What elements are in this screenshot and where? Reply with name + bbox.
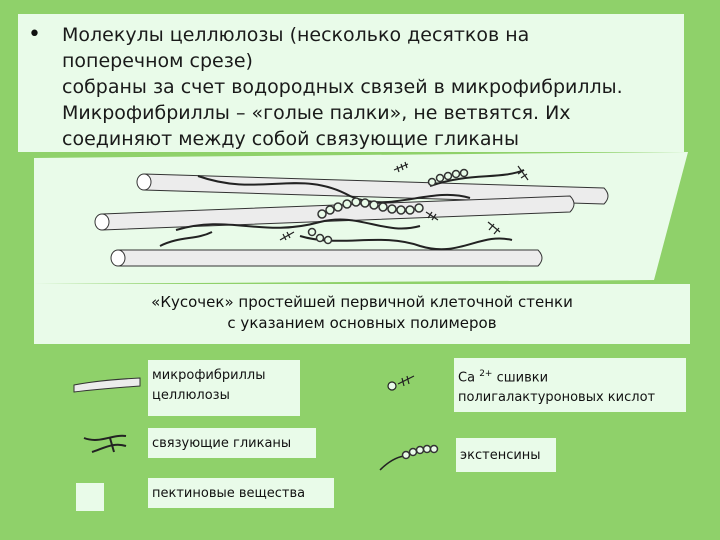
legend-glycans-label: связующие гликаны [152, 436, 292, 451]
legend-extensins-label: экстенсины [460, 448, 541, 463]
glycan-chain [299, 235, 513, 251]
legend-microfibrils: микрофибриллы целлюлозы [148, 360, 300, 416]
ca-crosslinks [279, 161, 529, 241]
legend-pectins: пектиновые вещества [148, 478, 334, 508]
legend-microfibrils-label: микрофибриллы целлюлозы [152, 368, 266, 403]
microfibrils [94, 173, 609, 267]
glycan-chain [197, 175, 471, 204]
microfibril [136, 173, 609, 205]
legend-ca-sup: 2+ [479, 369, 493, 379]
ca-crosslink [487, 221, 501, 235]
legend-pectins-label: пектиновые вещества [152, 486, 306, 501]
legend-ca-rest: сшивки полигалактуроновых кислот [458, 370, 656, 406]
ca-crosslink-legend-icon [387, 375, 415, 391]
glycan-chain [175, 218, 421, 231]
microfibril-legend-icon [73, 377, 141, 393]
legend-extensins: экстенсины [456, 438, 556, 472]
glycan-chain [429, 169, 525, 187]
glycan-legend-icon [83, 434, 127, 453]
legend-glycans: связующие гликаны [148, 428, 316, 458]
extensin-legend-icon [379, 444, 439, 471]
caption-text: «Кусочек» простейшей первичной клеточной… [151, 293, 573, 332]
ca-crosslink [393, 161, 409, 173]
pectin-swatch [76, 483, 104, 511]
legend-ca-label: Ca 2+ сшивки полигалактуроновых кислот [458, 364, 655, 408]
legend-ca-prefix: Ca [458, 370, 476, 386]
legend-ca-crosslinks: Ca 2+ сшивки полигалактуроновых кислот [454, 358, 686, 412]
ca-crosslink [517, 165, 529, 181]
ca-crosslink [279, 231, 295, 241]
glycan-chains [159, 169, 525, 251]
text-panel: • Молекулы целлюлозы (несколько десятков… [18, 14, 684, 152]
extensin-chains [307, 168, 469, 245]
microfibril [110, 249, 543, 267]
ca-crosslink [425, 211, 439, 221]
bullet-text: Молекулы целлюлозы (несколько десятков н… [62, 24, 623, 150]
microfibril [94, 195, 575, 231]
caption-panel: «Кусочек» простейшей первичной клеточной… [34, 284, 690, 344]
bullet-marker: • [28, 22, 41, 47]
glycan-chain [159, 231, 213, 247]
